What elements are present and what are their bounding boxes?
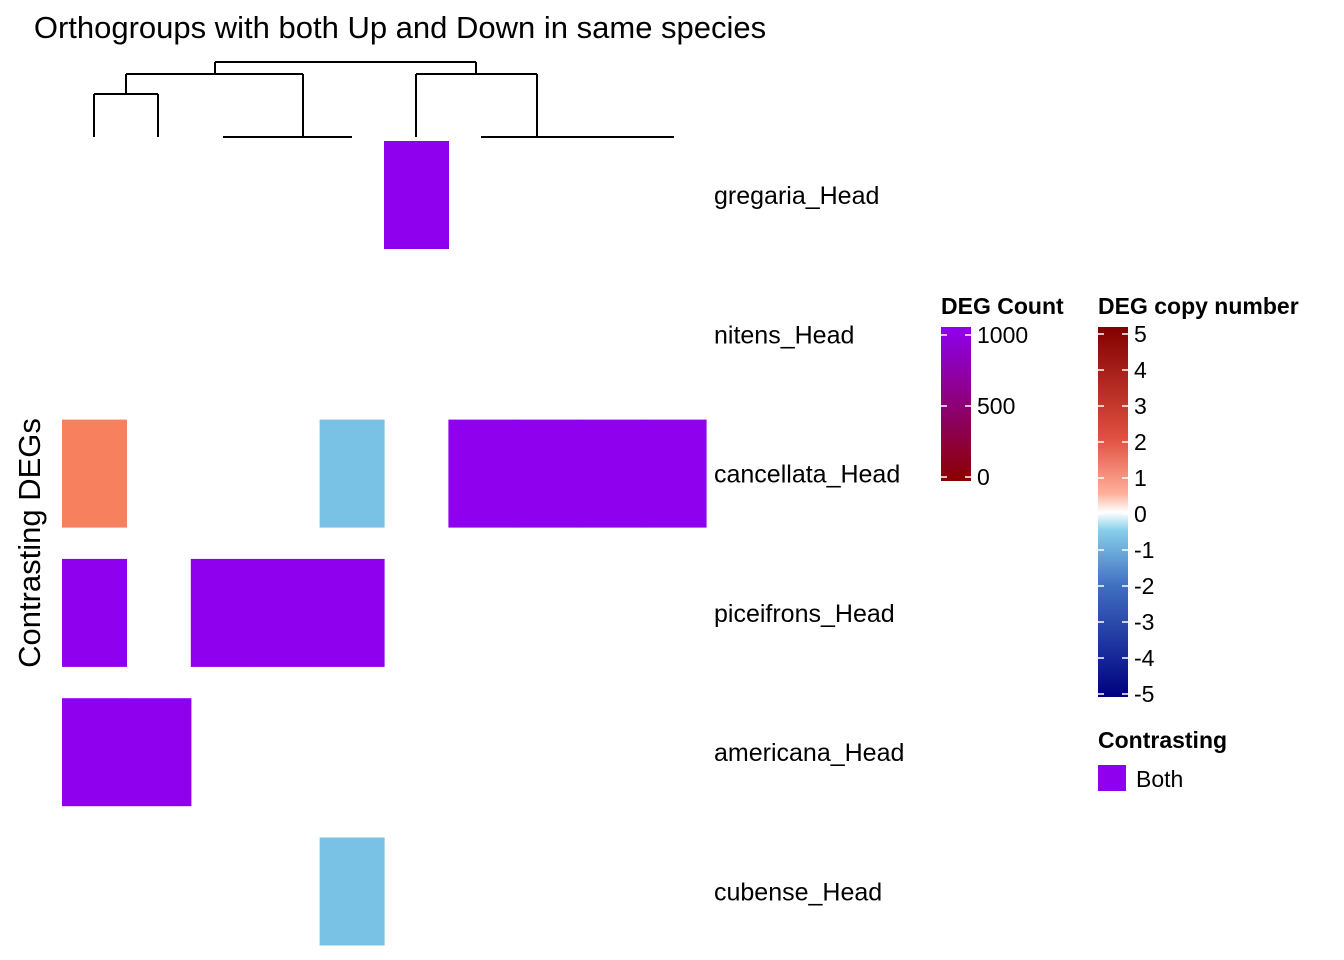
copy-number-tick-label: 5 (1134, 321, 1147, 347)
row-labels: gregaria_Head nitens_Head cancellata_Headp… (714, 182, 904, 907)
heatmap-cell (319, 419, 385, 528)
copy-number-tick-label: 1 (1134, 465, 1147, 491)
row-label: americana_Head (714, 739, 904, 767)
column-dendrogram (93, 61, 674, 138)
heatmap-cell (190, 558, 256, 667)
copy-number-tick-label: 2 (1134, 429, 1147, 455)
deg-count-colorbar (941, 327, 971, 481)
copy-number-tick-label: -3 (1134, 609, 1154, 635)
contrasting-legend-title: Contrasting (1098, 727, 1227, 753)
heatmap-cells (62, 141, 707, 946)
deg-count-ticks: 1000 500 0 (941, 322, 1028, 490)
deg-count-legend-title: DEG Count (941, 293, 1064, 319)
copy-number-tick-label: 3 (1134, 393, 1147, 419)
heatmap-cell (512, 419, 578, 528)
heatmap-cell (62, 558, 127, 667)
heatmap-cell (641, 419, 707, 528)
copy-number-tick-label: -4 (1134, 645, 1155, 671)
row-label: piceifrons_Head (714, 600, 895, 628)
copy-number-legend: DEG copy number 5 4 3 2 1 0 -1 -2 -3 -4 -5 (1098, 293, 1299, 707)
row-label: gregaria_Head (714, 182, 879, 210)
row-label: nitens_Head (714, 321, 854, 349)
chart-title: Orthogroups with both Up and Down in sam… (34, 10, 766, 45)
y-axis-label: Contrasting DEGs (12, 418, 47, 668)
row-label: cancellata_Head (714, 461, 900, 489)
contrasting-legend-swatch (1098, 765, 1126, 791)
copy-number-legend-title: DEG copy number (1098, 293, 1299, 319)
copy-number-tick-label: -1 (1134, 537, 1154, 563)
copy-number-tick-label: -2 (1134, 573, 1154, 599)
heatmap-cell (319, 837, 385, 946)
deg-count-tick-label: 500 (977, 393, 1015, 419)
copy-number-tick-label: 4 (1134, 357, 1147, 383)
deg-count-legend: DEG Count 1000 500 0 (941, 293, 1064, 490)
copy-number-colorbar (1098, 327, 1128, 697)
heatmap-cell (448, 419, 514, 528)
heatmap-cell (319, 558, 385, 667)
heatmap-cell (577, 419, 643, 528)
copy-number-tick-label: -5 (1134, 681, 1154, 707)
deg-count-tick-label: 1000 (977, 322, 1028, 348)
row-label: cubense_Head (714, 879, 882, 907)
contrasting-legend: Contrasting Both (1098, 727, 1227, 792)
copy-number-tick-label: 0 (1134, 501, 1147, 527)
contrasting-legend-label: Both (1136, 766, 1183, 792)
heatmap-cell (62, 698, 127, 807)
heatmap-cell (126, 698, 192, 807)
heatmap-cell (255, 558, 321, 667)
deg-count-tick-label: 0 (977, 464, 990, 490)
copy-number-ticks: 5 4 3 2 1 0 -1 -2 -3 -4 -5 (1098, 321, 1155, 707)
heatmap-cell (62, 419, 127, 528)
heatmap-cell (384, 141, 449, 249)
